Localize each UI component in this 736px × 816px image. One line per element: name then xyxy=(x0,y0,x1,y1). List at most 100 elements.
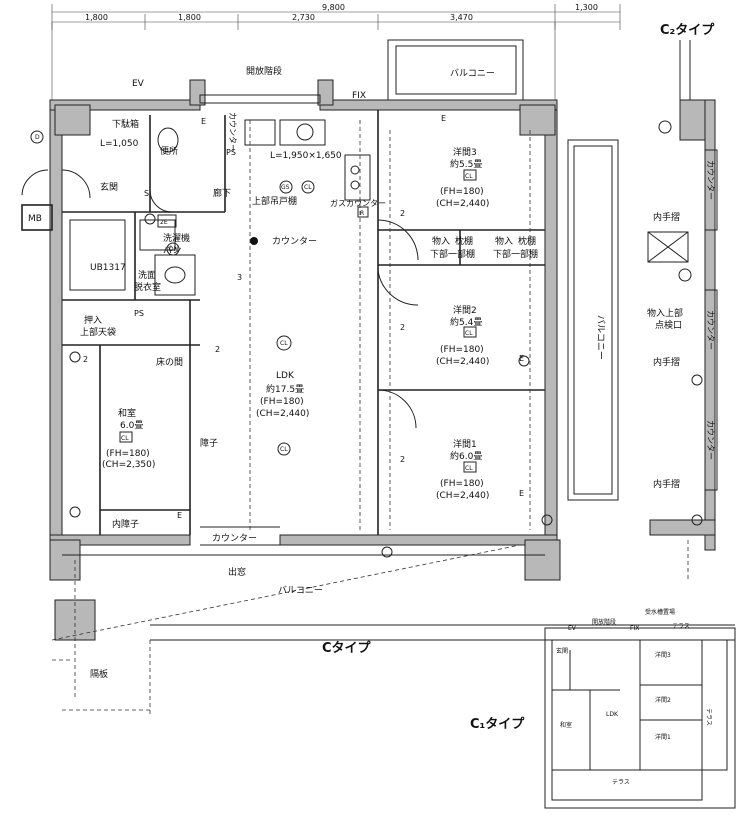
cl-yo2: CL xyxy=(465,330,473,337)
label-ps-1: PS xyxy=(226,148,236,157)
plan-labels: EV 開放階段 FIX バルコニー バルコニー バルコニー 下駄箱 L=1,05… xyxy=(28,65,606,680)
c2-type-diagram: C₂タイプ カウンター カウンター カウンター 内手摺 物入上部 点検口 内手摺… xyxy=(647,23,718,580)
cl-kitchen: CL xyxy=(304,184,312,191)
c2-uchi-tesuri-2: 内手摺 xyxy=(653,356,680,368)
yo1-size: 約6.0畳 xyxy=(450,450,482,462)
c1-terrace-top: テラス xyxy=(672,623,690,630)
c1-type-diagram: C₁タイプ EV 開放階段 FIX 受水槽置場 テラス 玄関 洋間3 洋間2 洋… xyxy=(470,608,736,809)
label-benjo: 便所 xyxy=(160,145,178,157)
label-monoire-1: 物入 xyxy=(432,235,450,247)
c2-tenken: 点検口 xyxy=(655,319,682,331)
c1-jusuiso: 受水槽置場 xyxy=(645,608,675,616)
yo1-fh: (FH=180) xyxy=(440,479,484,489)
c1-yo2: 洋間2 xyxy=(655,696,671,704)
electrical-symbols: CL CL CL CL CL CL GS CL R D DN 2E S E E … xyxy=(30,114,553,558)
e-symbol-5: E xyxy=(519,489,524,498)
label-type-c1: C₁タイプ xyxy=(470,717,525,732)
c1-yo1: 洋間1 xyxy=(655,733,671,741)
dim-seg-2: 1,800 xyxy=(178,13,201,22)
interior-walls xyxy=(62,110,545,535)
label-l1050: L=1,050 xyxy=(100,139,139,149)
label-pan: パン xyxy=(163,245,181,256)
dashed-guides xyxy=(51,120,531,715)
label-ue-todana: 上部吊戸棚 xyxy=(252,195,297,207)
c2-monoire: 物入上部 xyxy=(647,307,683,319)
label-roka: 廊下 xyxy=(213,187,231,199)
c1-yo3: 洋間3 xyxy=(655,651,671,659)
yo3-fh: (FH=180) xyxy=(440,187,484,197)
label-edana-1: 枕棚 xyxy=(455,235,473,247)
dn-symbol: DN xyxy=(169,246,178,253)
two-symbol-2: 2 xyxy=(400,323,405,332)
e-symbol-2: E xyxy=(441,114,446,123)
c2-uchi-tesuri-3: 内手摺 xyxy=(653,478,680,490)
label-type-c: Cタイプ xyxy=(322,641,372,656)
dim-total: 9,800 xyxy=(322,3,345,12)
washitsu-fh: (FH=180) xyxy=(106,449,150,459)
2e-symbol: 2E xyxy=(160,219,168,226)
label-kabu-2: 下部一部棚 xyxy=(493,248,538,260)
dimension-lines: 9,800 1,300 1,800 1,800 2,730 3,470 xyxy=(51,3,621,100)
label-oshiire: 押入 xyxy=(84,314,102,326)
e-symbol-1: E xyxy=(201,117,206,126)
label-kabu-1: 下部一部棚 xyxy=(430,248,475,260)
dim-seg-4: 3,470 xyxy=(450,13,473,22)
ldk-size: 約17.5畳 xyxy=(266,383,304,395)
c1-terrace-side: テラス xyxy=(705,708,712,726)
doors xyxy=(21,169,419,429)
room-labels: LDK 約17.5畳 (FH=180) (CH=2,440) 和室 6.0畳 (… xyxy=(102,146,489,501)
e-symbol-4: E xyxy=(519,354,524,363)
washitsu-name: 和室 xyxy=(118,407,136,419)
label-genkan: 玄関 xyxy=(100,181,118,193)
washitsu-ch: (CH=2,350) xyxy=(102,460,155,470)
label-mb: MB xyxy=(28,214,42,224)
cl-washitsu: CL xyxy=(121,435,129,442)
c2-counter-2: カウンター xyxy=(706,310,715,350)
washitsu-size: 6.0畳 xyxy=(120,420,143,431)
yo3-size: 約5.5畳 xyxy=(450,158,482,170)
label-balcony-top: バルコニー xyxy=(450,68,495,79)
yo1-name: 洋間1 xyxy=(453,438,477,450)
two-symbol-3: 2 xyxy=(400,209,405,218)
yo3-ch: (CH=2,440) xyxy=(436,199,489,209)
label-senmen: 洗面 xyxy=(138,269,156,281)
cl-yo1: CL xyxy=(465,465,473,472)
dim-right: 1,300 xyxy=(575,3,598,12)
label-fix: FIX xyxy=(352,91,366,101)
three-symbol: 3 xyxy=(237,273,242,282)
two-symbol-4: 2 xyxy=(400,455,405,464)
c1-terrace-bottom: テラス xyxy=(612,779,630,786)
cl-yo3: CL xyxy=(465,173,473,180)
cl-ldk: CL xyxy=(280,340,288,347)
d-symbol: D xyxy=(35,134,40,141)
yo3-name: 洋間3 xyxy=(453,146,477,158)
c1-ldk: LDK xyxy=(606,711,619,718)
label-sentakuki: 洗濯機 xyxy=(163,232,190,244)
two-symbol-1: 2 xyxy=(83,355,88,364)
yo2-fh: (FH=180) xyxy=(440,345,484,355)
s-symbol: S xyxy=(144,189,149,198)
dim-seg-1: 1,800 xyxy=(85,13,108,22)
dim-seg-3: 2,730 xyxy=(292,13,315,22)
c1-fix: FIX xyxy=(630,625,639,632)
c1-kaiho: 開放階段 xyxy=(592,618,616,626)
label-ps-2: PS xyxy=(134,309,144,318)
label-hiita: 隔板 xyxy=(90,668,108,680)
label-demado: 出窓 xyxy=(228,566,246,578)
yo2-name: 洋間2 xyxy=(453,304,477,316)
label-datsui: 脱衣室 xyxy=(134,281,161,293)
cl-ldk-2: CL xyxy=(280,446,288,453)
balcony-structures xyxy=(62,39,735,641)
c1-washitsu: 和室 xyxy=(560,721,572,729)
label-getabako: 下駄箱 xyxy=(112,118,139,130)
label-tenbukuro: 上部天袋 xyxy=(80,326,116,338)
label-uchi-shoji: 内障子 xyxy=(112,518,139,530)
c1-ev: EV xyxy=(568,625,577,632)
label-kaiho: 開放階段 xyxy=(246,65,282,77)
c2-counter-1: カウンター xyxy=(706,160,715,200)
yo2-size: 約5.4畳 xyxy=(450,316,482,328)
label-tokonoma: 床の間 xyxy=(156,356,183,368)
e-symbol-3: E xyxy=(177,511,182,520)
c2-counter-3: カウンター xyxy=(706,420,715,460)
